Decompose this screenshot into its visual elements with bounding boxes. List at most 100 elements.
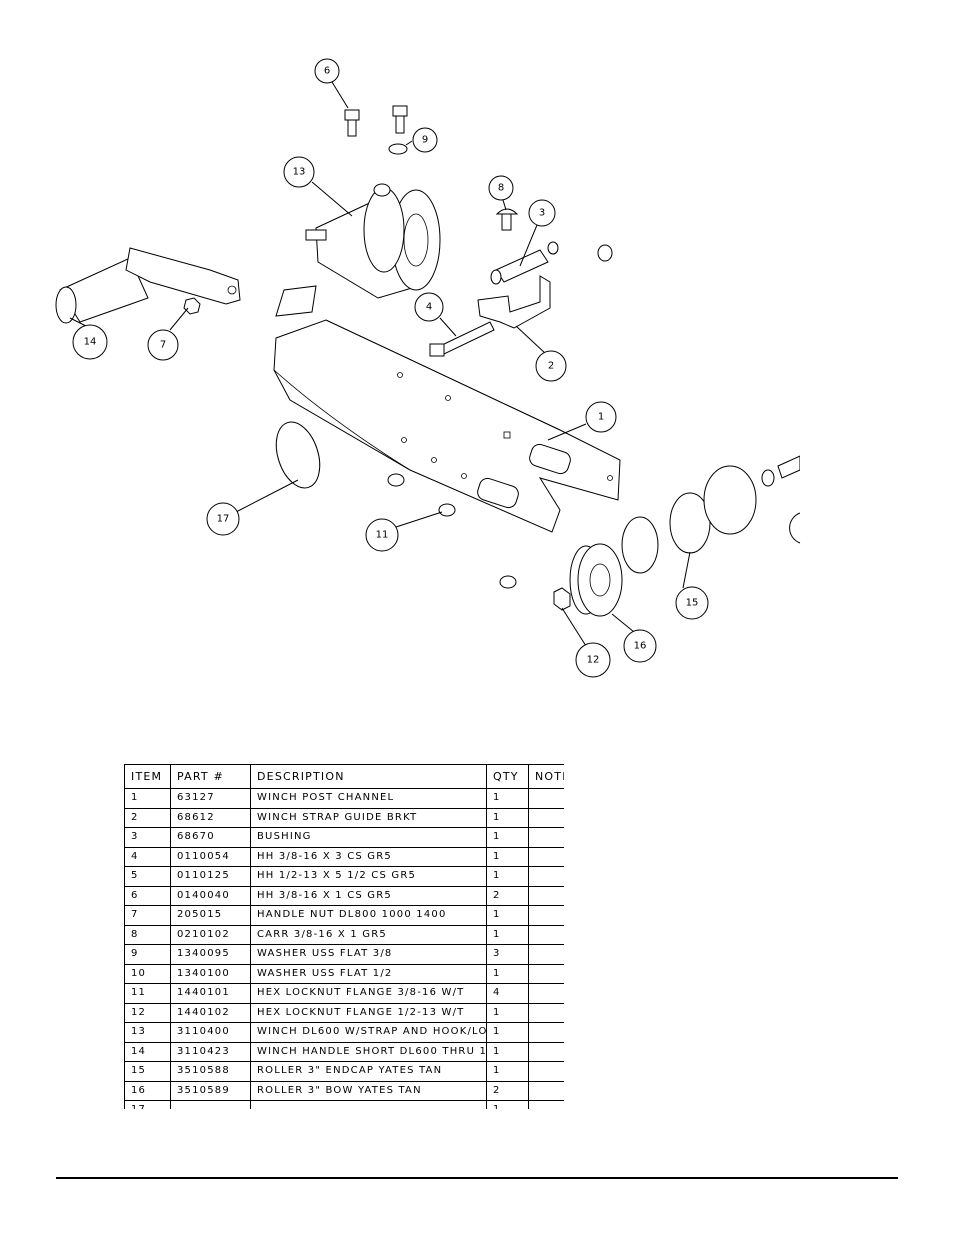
cell-item: 16 <box>124 1080 171 1101</box>
cell-part-number: 3510588 <box>170 1061 251 1082</box>
cell-note <box>528 885 564 906</box>
cell-item: 3 <box>124 827 171 848</box>
svg-text:4: 4 <box>426 302 432 313</box>
cell-part-number: 0140040 <box>170 885 251 906</box>
cell-description: WASHER USS FLAT 3/8 <box>250 944 487 965</box>
decal-part-17 <box>275 421 321 489</box>
cell-part-number: 68670 <box>170 827 251 848</box>
cell-part-number: 68612 <box>170 807 251 828</box>
svg-text:17: 17 <box>217 514 230 525</box>
cell-item: 14 <box>124 1041 171 1062</box>
cell-qty: 2 <box>486 885 529 906</box>
svg-text:13: 13 <box>293 167 306 178</box>
callout-7: 7 <box>147 329 179 361</box>
cell-part-number: 1340095 <box>170 944 251 965</box>
cell-item: 2 <box>124 807 171 828</box>
svg-text:12: 12 <box>587 655 600 666</box>
header-part-number: PART # <box>170 764 251 789</box>
svg-text:6: 6 <box>324 66 330 77</box>
cell-qty: 1 <box>486 905 529 926</box>
handle-nut-part-7 <box>183 297 201 315</box>
svg-text:14: 14 <box>84 337 97 348</box>
cell-description: ROLLER 3" BOW YATES TAN <box>250 1080 487 1101</box>
cell-part-number: 0110125 <box>170 866 251 887</box>
callout-13: 13 <box>283 156 315 188</box>
cell-qty: 1 <box>486 866 529 887</box>
cell-part-number: 205015 <box>170 905 251 926</box>
cell-note <box>528 983 564 1004</box>
callout-17: 17 <box>206 502 240 536</box>
bushing-part-3 <box>490 241 613 285</box>
cell-part-number: 1340100 <box>170 963 251 984</box>
callout-16: 16 <box>623 629 657 663</box>
bom-header-row: ITEM PART # DESCRIPTION QTY NOTE <box>124 764 564 789</box>
cell-qty: 1 <box>486 1002 529 1023</box>
callout-2: 2 <box>535 350 567 382</box>
cell-item: 7 <box>124 905 171 926</box>
cell-description: HH 1/2-13 X 5 1/2 CS GR5 <box>250 866 487 887</box>
cell-note <box>528 905 564 926</box>
cell-item: 1 <box>124 788 171 809</box>
strap-guide-bracket-part-2 <box>477 275 551 329</box>
cell-description: HEX LOCKNUT FLANGE 1/2-13 W/T <box>250 1002 487 1023</box>
cell-part-number: 1440101 <box>170 983 251 1004</box>
endcap-roller-part-15 <box>703 455 801 535</box>
svg-text:9: 9 <box>422 135 428 146</box>
cell-item: 10 <box>124 963 171 984</box>
cell-item: 12 <box>124 1002 171 1023</box>
bow-roller-part-16 <box>569 492 711 617</box>
callout-15: 15 <box>675 586 709 620</box>
cell-part-number: 3110423 <box>170 1041 251 1062</box>
cell-note <box>528 807 564 828</box>
cell-description: WINCH DL600 W/STRAP AND HOOK/LOOP <box>250 1022 487 1043</box>
callout-8: 8 <box>488 175 514 201</box>
cell-item: 5 <box>124 866 171 887</box>
cell-qty: 1 <box>486 807 529 828</box>
svg-text:8: 8 <box>498 183 504 194</box>
cell-description: HH 3/8-16 X 1 CS GR5 <box>250 885 487 906</box>
cell-qty: 3 <box>486 944 529 965</box>
callout-4: 4 <box>414 292 444 322</box>
cell-note <box>528 1002 564 1023</box>
cell-description: WINCH STRAP GUIDE BRKT <box>250 807 487 828</box>
bill-of-materials: ITEM PART # DESCRIPTION QTY NOTE 163127W… <box>124 764 564 1109</box>
callout-11: 11 <box>365 518 399 552</box>
drawing-clip <box>800 400 954 600</box>
cell-qty: 4 <box>486 983 529 1004</box>
svg-text:2: 2 <box>548 361 554 372</box>
svg-text:3: 3 <box>539 208 545 219</box>
callout-6: 6 <box>314 58 340 84</box>
header-item: ITEM <box>124 764 171 789</box>
locknut-part-12 <box>553 587 571 611</box>
table-row: 171 <box>124 1100 564 1109</box>
cell-qty: 1 <box>486 788 529 809</box>
cell-item: 13 <box>124 1022 171 1043</box>
cell-item: 15 <box>124 1061 171 1082</box>
callout-1: 1 <box>585 401 617 433</box>
cell-item: 8 <box>124 924 171 945</box>
cell-part-number <box>170 1100 251 1109</box>
cell-note <box>528 846 564 867</box>
cell-description: BUSHING <box>250 827 487 848</box>
svg-text:11: 11 <box>376 530 389 541</box>
winch-handle-part-14 <box>55 247 241 324</box>
cell-description: WASHER USS FLAT 1/2 <box>250 963 487 984</box>
cell-qty: 1 <box>486 924 529 945</box>
callout-14: 14 <box>72 324 108 360</box>
cell-qty: 1 <box>486 1022 529 1043</box>
cell-description: WINCH POST CHANNEL <box>250 788 487 809</box>
header-qty: QTY <box>486 764 529 789</box>
bom-table: ITEM PART # DESCRIPTION QTY NOTE 163127W… <box>124 764 564 1109</box>
callout-12: 12 <box>575 642 611 678</box>
